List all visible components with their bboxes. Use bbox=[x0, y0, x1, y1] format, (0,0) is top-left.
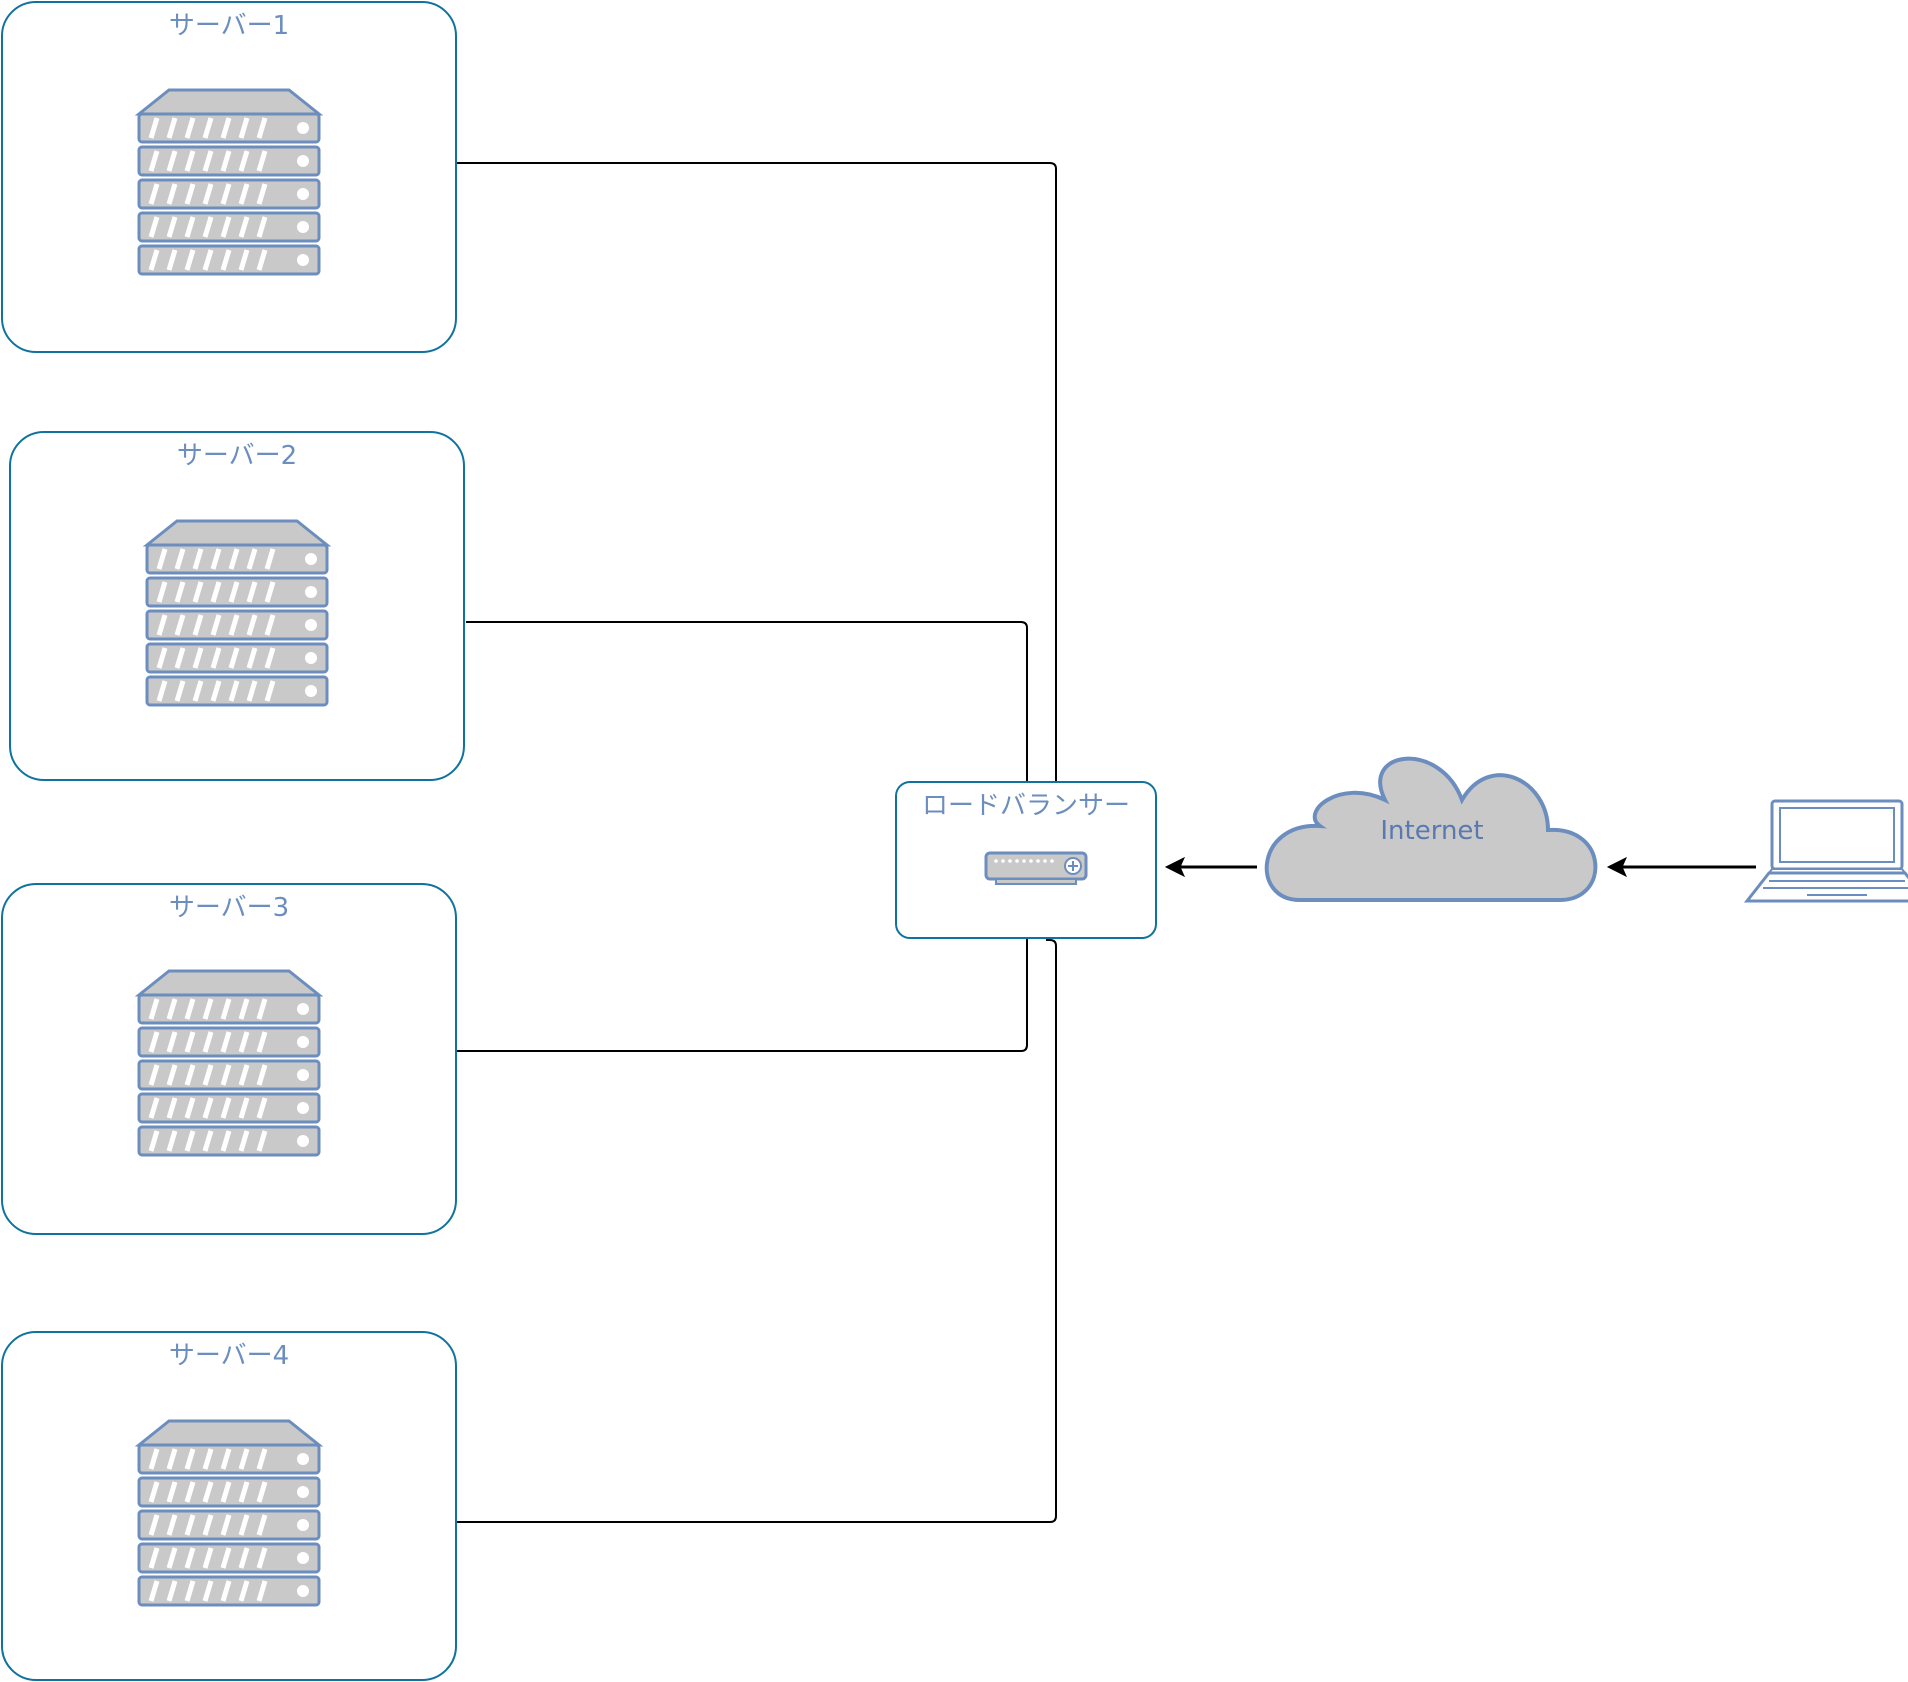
server2-group[interactable]: サーバー2 bbox=[9, 431, 465, 781]
server4-group[interactable]: サーバー4 bbox=[1, 1331, 457, 1681]
connector-server1 bbox=[456, 162, 1057, 782]
connector-server3 bbox=[456, 938, 1028, 1052]
server3-group[interactable]: サーバー3 bbox=[1, 883, 457, 1235]
connector-server2 bbox=[466, 621, 1028, 782]
server-rack-icon bbox=[147, 521, 327, 705]
arrows bbox=[1164, 856, 1756, 878]
internet-label: Internet bbox=[1380, 816, 1483, 846]
server1-label: サーバー1 bbox=[169, 11, 289, 41]
server4-label: サーバー4 bbox=[169, 1341, 289, 1371]
connectors bbox=[456, 162, 1057, 1523]
server-rack-icon bbox=[139, 1421, 319, 1605]
arrow-client-to-internet bbox=[1606, 856, 1756, 878]
server3-label: サーバー3 bbox=[169, 893, 289, 923]
server1-container bbox=[1, 1, 457, 353]
cloud-icon bbox=[1264, 756, 1598, 902]
server-rack-icon bbox=[139, 971, 319, 1155]
connector-server4 bbox=[456, 939, 1057, 1523]
load-balancer-icon bbox=[984, 851, 1088, 885]
server2-label: サーバー2 bbox=[177, 441, 297, 471]
arrow-internet-to-loadbalancer bbox=[1164, 856, 1257, 878]
server-rack-icon bbox=[139, 90, 319, 274]
laptop-icon[interactable] bbox=[1743, 799, 1908, 903]
server3-container bbox=[1, 883, 457, 1235]
load-balancer-label: ロードバランサー bbox=[922, 791, 1130, 821]
load-balancer-group[interactable]: ロードバランサー bbox=[895, 781, 1157, 939]
internet-group[interactable]: Internet bbox=[1264, 756, 1598, 902]
server1-group[interactable]: サーバー1 bbox=[1, 1, 457, 353]
